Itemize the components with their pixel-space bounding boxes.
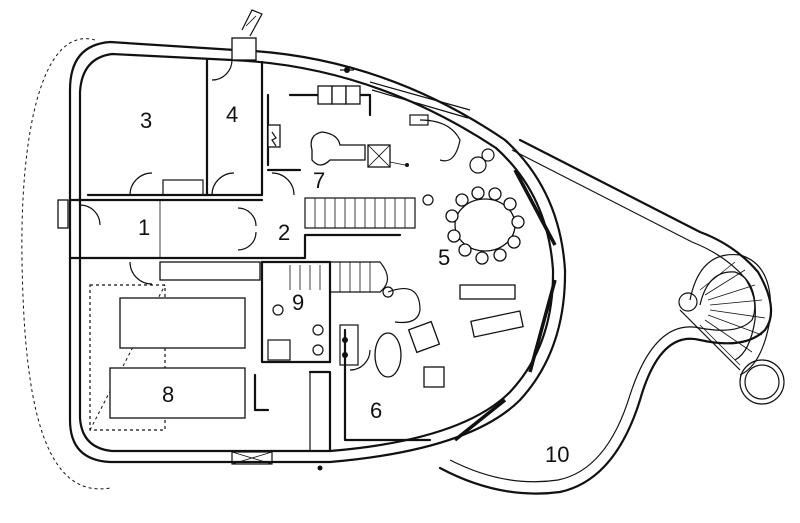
interior-walls — [68, 58, 495, 453]
site-boundary — [21, 38, 111, 490]
living-furniture — [374, 284, 524, 388]
doors — [57, 59, 371, 371]
outer-walls — [68, 40, 567, 464]
spiral-stair — [678, 253, 785, 405]
entrance — [231, 9, 354, 471]
room-labels: 1 2 3 4 5 6 7 8 9 10 — [138, 102, 569, 467]
dining-set — [445, 186, 525, 265]
room-label-10: 10 — [545, 442, 569, 467]
room-label-5: 5 — [438, 245, 450, 270]
room-label-8: 8 — [162, 382, 174, 407]
room-label-1: 1 — [138, 215, 150, 240]
room-label-3: 3 — [140, 108, 152, 133]
room-label-4: 4 — [226, 102, 238, 127]
room-label-9: 9 — [292, 290, 304, 315]
room-label-2: 2 — [278, 220, 290, 245]
room-label-7: 7 — [313, 168, 325, 193]
glazing — [369, 81, 557, 442]
room-label-6: 6 — [370, 398, 382, 423]
